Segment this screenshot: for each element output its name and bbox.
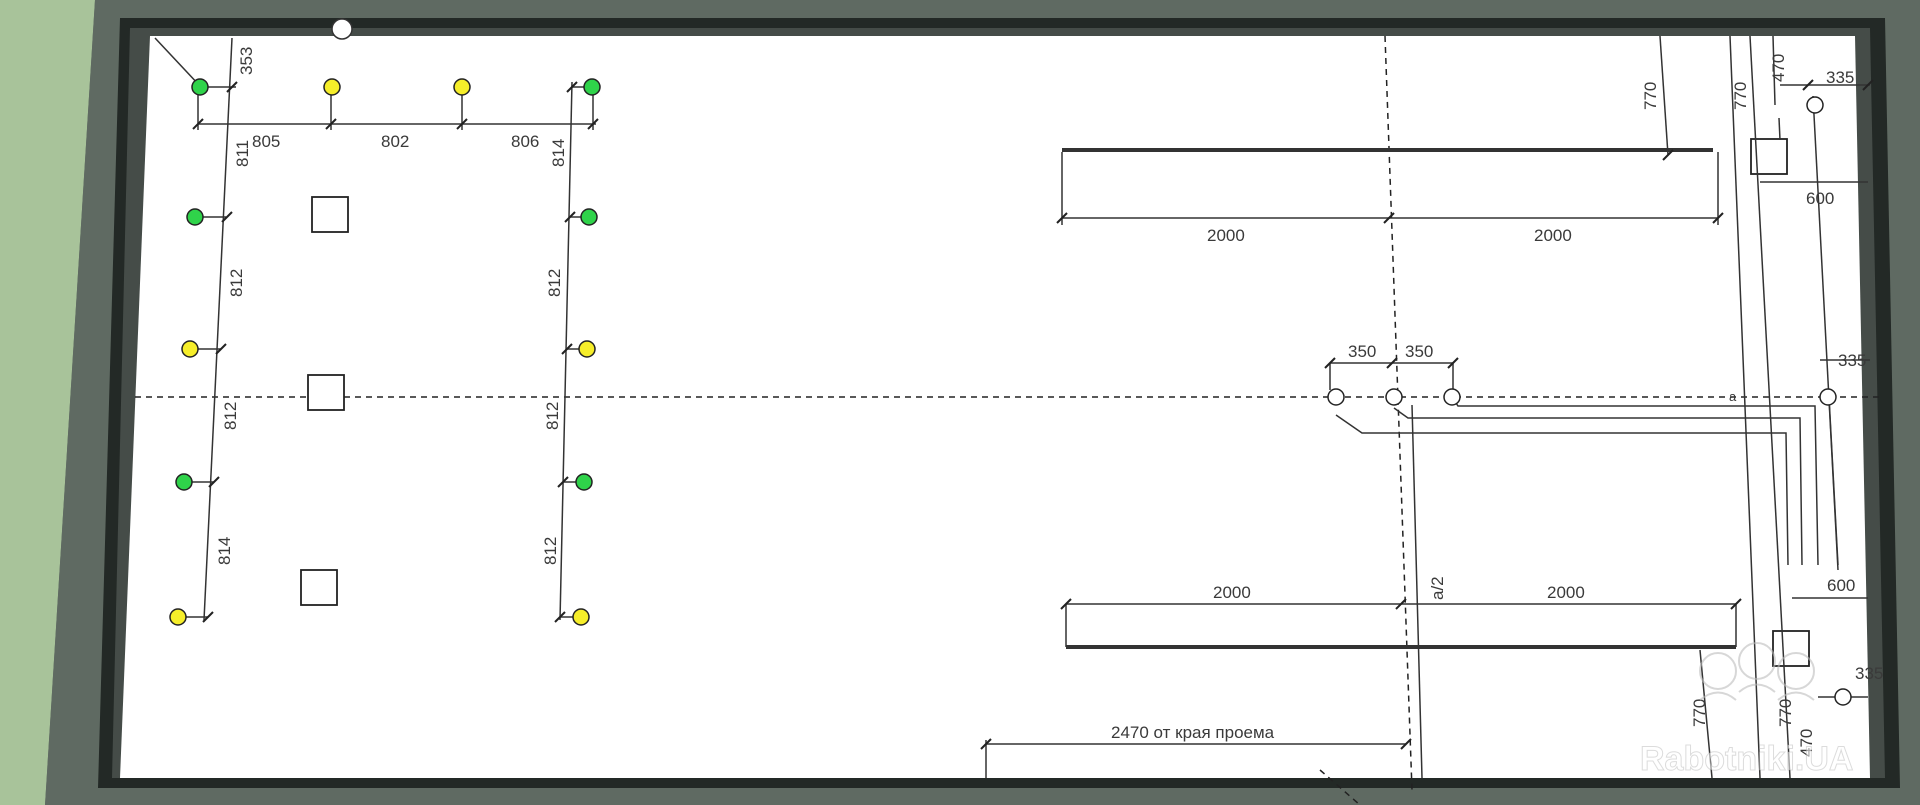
dim-bottom-beam-right: 2000 — [1547, 583, 1585, 602]
box-icon — [300, 569, 338, 606]
lamp-icon — [175, 473, 193, 491]
wall-ring-icon — [331, 18, 353, 40]
point-group — [1327, 96, 1852, 706]
dim-802: 802 — [381, 132, 409, 151]
dim-353: 353 — [237, 47, 256, 75]
dim-top-beam-left: 2000 — [1207, 226, 1245, 245]
lamp-group — [169, 78, 601, 626]
dim-806: 806 — [511, 132, 539, 151]
dim-335-middle: 335 — [1838, 351, 1866, 370]
floor — [120, 36, 1870, 778]
dim-a-half: a/2 — [1428, 576, 1447, 600]
lamp-icon — [186, 208, 204, 226]
dim-812-a: 812 — [227, 269, 246, 297]
center-vertical-axis — [1384, 35, 1413, 791]
lamp-icon — [575, 473, 593, 491]
watermark-text: Rabotniki.UA — [1640, 740, 1853, 778]
dim-770-lower-2: 770 — [1776, 699, 1795, 727]
ring-icon — [1385, 388, 1403, 406]
dim-600-upper: 600 — [1806, 189, 1834, 208]
lamp-icon — [580, 208, 598, 226]
left-tick-marks — [192, 81, 599, 623]
dim-600-lower: 600 — [1827, 576, 1855, 595]
ring-icon — [1327, 388, 1345, 406]
opening-note: 2470 от края проема — [1111, 723, 1275, 742]
lamp-icon — [191, 78, 209, 96]
watermark-logo-icon — [1699, 642, 1815, 701]
lamp-icon — [572, 608, 590, 626]
lamp-icon — [578, 340, 596, 358]
dim-335-lower: 335 — [1855, 664, 1883, 683]
dim-812-b: 812 — [221, 402, 240, 430]
dim-770-upper-1: 770 — [1641, 82, 1660, 110]
lamp-icon — [453, 78, 471, 96]
dim-470-upper: 470 — [1769, 54, 1788, 82]
dim-814-right: 814 — [549, 139, 568, 167]
dim-335-upper: 335 — [1826, 68, 1854, 87]
dim-bottom-beam-left: 2000 — [1213, 583, 1251, 602]
dim-770-lower-1: 770 — [1690, 699, 1709, 727]
dim-350-right: 350 — [1405, 342, 1433, 361]
dim-812-c: 812 — [545, 269, 564, 297]
ring-icon — [1819, 388, 1837, 406]
right-tick-marks — [980, 79, 1874, 750]
dim-770-upper-2: 770 — [1731, 82, 1750, 110]
opening-guide — [1319, 769, 1361, 805]
lamp-icon — [323, 78, 341, 96]
dim-a-label: a — [1729, 389, 1737, 404]
dim-top-beam-right: 2000 — [1534, 226, 1572, 245]
ring-icon — [1443, 388, 1461, 406]
dim-812-d: 812 — [543, 402, 562, 430]
box-icon — [311, 196, 349, 233]
beam-group — [1062, 148, 1736, 649]
dim-811: 811 — [233, 140, 252, 167]
ring-icon — [1806, 96, 1824, 114]
ring-icon — [1834, 688, 1852, 706]
dim-805: 805 — [252, 132, 280, 151]
lamp-icon — [169, 608, 187, 626]
watermark: Rabotniki.UA — [1640, 642, 1854, 779]
left-strip — [0, 0, 95, 805]
dim-814-left: 814 — [215, 537, 234, 565]
dim-350-left: 350 — [1348, 342, 1376, 361]
dim-812-e: 812 — [541, 537, 560, 565]
lamp-icon — [583, 78, 601, 96]
box-icon — [307, 374, 345, 411]
lamp-icon — [181, 340, 199, 358]
box-icon — [1772, 630, 1810, 667]
dim-470-lower: 470 — [1797, 729, 1816, 757]
